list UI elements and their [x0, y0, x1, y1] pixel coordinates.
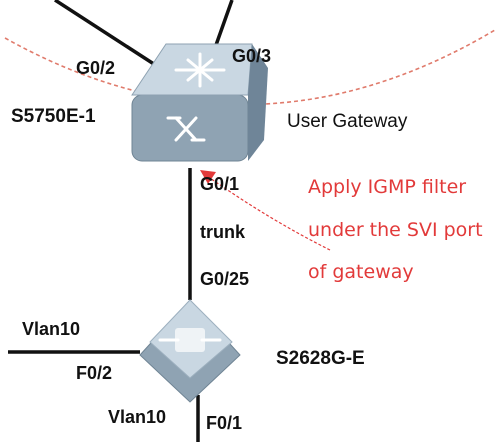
link-label-trunk: trunk: [200, 222, 246, 242]
layer3-switch-icon: [131, 43, 268, 162]
links: [8, 0, 234, 442]
device-role-label: User Gateway: [287, 111, 408, 132]
layer2-switch-icon: [139, 299, 241, 403]
annotation-arrow: [200, 170, 331, 251]
port-label-g0-25: G0/25: [200, 269, 249, 289]
link-g0-2: [54, 0, 161, 70]
port-label-g0-2: G0/2: [76, 58, 115, 78]
port-label-f0-1: F0/1: [206, 413, 242, 433]
device-name-access-switch: S2628G-E: [276, 348, 365, 369]
annotation-line-2: under the SVI port: [308, 219, 483, 241]
port-label-g0-1: G0/1: [200, 174, 239, 194]
vlan-label-down: Vlan10: [108, 407, 166, 427]
device-name-core-switch: S5750E-1: [11, 106, 96, 127]
port-label-f0-2: F0/2: [76, 363, 112, 383]
vlan-label-left: Vlan10: [22, 319, 80, 339]
annotation-line-3: of gateway: [308, 261, 414, 283]
port-label-g0-3: G0/3: [232, 46, 271, 66]
annotation-line-1: Apply IGMP filter: [308, 176, 466, 198]
